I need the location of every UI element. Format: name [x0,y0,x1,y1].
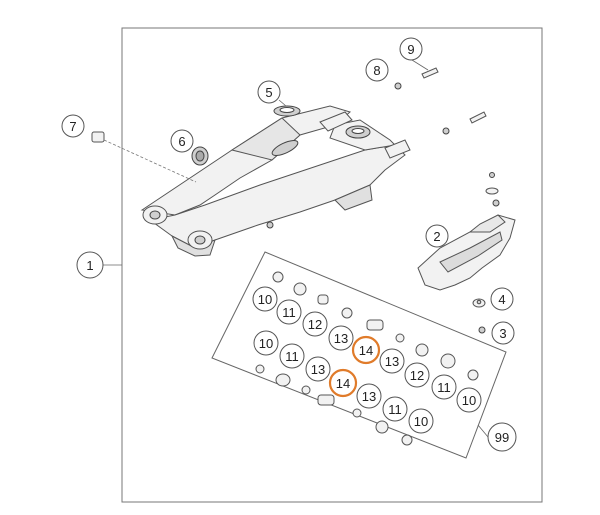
callout-c1: 1 [76,251,104,279]
callout-k10d: 10 [408,408,434,434]
leader-9 [411,59,429,71]
callout-circle [404,362,430,388]
callout-k13b: 13 [379,348,405,374]
part-8-nut [394,82,450,135]
callout-number: 13 [311,362,325,377]
callout-number: 14 [336,376,350,391]
callout-number: 11 [388,402,402,417]
callout-c4: 4 [490,287,514,311]
callout-k10c: 10 [253,330,279,356]
callout-number: 10 [462,393,476,408]
callout-number: 10 [258,292,272,307]
callout-c3: 3 [491,321,515,345]
callout-number: 11 [285,349,299,364]
callout-c7: 7 [61,114,85,138]
callout-number: 12 [308,317,322,332]
callout-c99: 99 [487,422,517,452]
callout-c8: 8 [365,58,389,82]
callout-circle [253,330,279,356]
callout-circle [356,383,382,409]
callout-k11d: 11 [382,396,408,422]
callout-number: 5 [265,85,272,100]
callout-circle [252,286,278,312]
callout-circle [351,335,381,365]
callout-k13d: 13 [356,383,382,409]
part-2-chain-slider [417,214,516,291]
callout-circle [491,321,515,345]
callout-circle [456,387,482,413]
callout-number: 10 [259,336,273,351]
callout-k14b: 14 [328,368,358,398]
part-4-washer [472,298,486,308]
callout-circle [425,224,449,248]
callout-k11a: 11 [276,299,302,325]
callout-circle [305,356,331,382]
callout-k13c: 13 [305,356,331,382]
callout-circle [279,343,305,369]
callout-circle [365,58,389,82]
callout-number: 1 [86,258,93,273]
callouts: 1234567899910111213141312111010111314131… [61,37,517,452]
callout-number: 2 [433,229,440,244]
callout-number: 13 [362,389,376,404]
swingarm [140,105,411,257]
callout-circle [431,374,457,400]
kit-99-outline [211,251,507,459]
callout-c6: 6 [170,129,194,153]
callout-circle [379,348,405,374]
callout-number: 8 [373,63,380,78]
part-3-screw [478,326,486,334]
callout-k11c: 11 [279,343,305,369]
part-5-seal-ring [273,105,301,117]
part-6-bearing [191,146,209,166]
callout-number: 11 [437,380,451,395]
leader-5 [278,99,287,107]
callout-number: 12 [410,368,424,383]
callout-circle [302,311,328,337]
callout-circle [76,251,104,279]
callout-number: 7 [69,119,76,134]
callout-circle [61,114,85,138]
part-7-pivot-bolt [91,131,197,183]
callout-circle [399,37,423,61]
callout-number: 4 [498,292,505,307]
callout-number: 14 [359,343,373,358]
kit-99-parts [255,271,479,446]
callout-number: 6 [178,134,185,149]
leader-99 [477,424,489,438]
callout-circle [382,396,408,422]
callout-c5: 5 [257,80,281,104]
part-9-pin [421,67,487,124]
callout-circle [276,299,302,325]
callout-circle [328,325,354,351]
callout-circle [328,368,358,398]
callout-k12b: 12 [404,362,430,388]
callout-k14a: 14 [351,335,381,365]
callout-number: 13 [334,331,348,346]
callout-number: 11 [282,305,296,320]
callout-number: 3 [499,326,506,341]
part-5-seal-ring-right [345,125,371,139]
callout-circle [490,287,514,311]
callout-circle [257,80,281,104]
screws-right [485,172,500,207]
callout-circle [408,408,434,434]
callout-number: 13 [385,354,399,369]
callout-number: 10 [414,414,428,429]
callout-circle [487,422,517,452]
callout-number: 99 [495,430,509,445]
callout-k10a: 10 [252,286,278,312]
callout-c2: 2 [425,224,449,248]
callout-k11b: 11 [431,374,457,400]
callout-number: 9 [407,42,414,57]
callout-c9: 9 [399,37,423,61]
callout-circle [170,129,194,153]
callout-k12a: 12 [302,311,328,337]
callout-k13a: 13 [328,325,354,351]
callout-k10b: 10 [456,387,482,413]
